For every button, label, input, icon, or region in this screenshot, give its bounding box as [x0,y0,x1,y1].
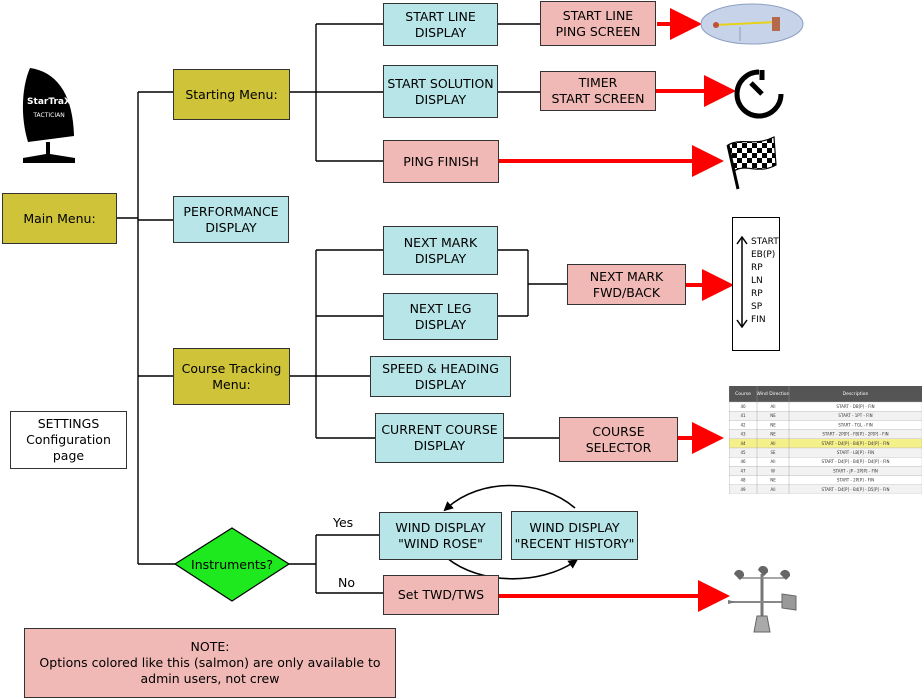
checkered-flag-icon [726,136,777,190]
wind-vane-icon [728,566,797,633]
note-box: NOTE: Options colored like this (salmon)… [24,628,396,698]
course-table-cell: 47 [740,468,746,473]
course-table-cell: NE [770,422,776,427]
timer-icon [734,69,784,119]
yes-label: Yes [333,515,354,530]
wind-history-display-node: WIND DISPLAY "RECENT HISTORY" [511,511,638,560]
start-line-ping-screen-node: START LINE PING SCREEN [540,1,656,46]
course-table-cell: START - DB[P] - FIN [836,404,874,409]
course-table-cell: 48 [740,478,746,483]
course-table-cell: START - 2P[P] - FIN [837,478,874,483]
performance-display-node: PERFORMANCE DISPLAY [173,196,289,243]
course-table-cell: 41 [740,413,746,418]
course-table-cell: NE [770,478,776,483]
course-table-cell: START - D4[P] - B4[P] - D4[P] - FIN [822,459,890,464]
course-selector-node: COURSE SELECTOR [559,417,678,462]
mark-item: EB(P) [751,250,776,260]
course-table-cell: 42 [740,422,746,427]
start-solution-display-node: START SOLUTION DISPLAY [383,65,498,118]
course-table-header: Course [735,391,751,397]
course-table-cell: 44 [740,441,746,446]
svg-text:StarTraX: StarTraX [27,97,71,107]
instruments-diamond [173,527,291,602]
course-table-cell: 45 [740,450,746,455]
svg-text:TACTICIAN: TACTICIAN [32,112,64,119]
course-table-cell: All [771,404,776,409]
ping-finish-node: PING FINISH [383,140,499,183]
course-table-cell: START - D4[P] - B4[P] - D4[P] - FIN [822,441,890,446]
mark-item: RP [751,263,763,273]
course-table-header: Wind Direction [756,391,789,397]
course-table-cell: W [771,468,775,473]
mark-item: LN [751,276,763,286]
next-mark-display-node: NEXT MARK DISPLAY [383,226,498,275]
course-table-cell: All [771,441,776,446]
course-table-cell: 43 [740,432,746,437]
course-table-cell: START - D4[P] - B4[P] - D5[P] - FIN [822,487,890,492]
instruments-label: Instruments? [191,556,273,572]
starting-menu-node: Starting Menu: [173,69,290,120]
course-tracking-menu-node: Course Tracking Menu: [173,348,290,405]
mark-item: SP [751,302,763,312]
next-leg-display-node: NEXT LEG DISPLAY [383,293,498,340]
mark-list-panel: START EB(P) RP LN RP SP FIN [732,217,780,351]
timer-start-screen-node: TIMER START SCREEN [540,71,656,111]
mark-item: START [751,237,779,247]
course-table-cell: All [771,459,776,464]
course-table-cell: All [771,487,776,492]
no-label: No [338,575,355,590]
start-line-ping-icon [700,3,804,45]
main-menu-node: Main Menu: [2,193,117,244]
course-table-cell: START - JP - 2P[P] - FIN [833,468,878,473]
course-table-cell: 40 [740,404,746,409]
start-line-display-node: START LINE DISPLAY [383,3,498,46]
next-mark-fwd-back-node: NEXT MARK FWD/BACK [567,264,686,305]
current-course-display-node: CURRENT COURSE DISPLAY [375,413,504,463]
course-table-cell: 49 [740,487,746,492]
course-table-cell: NE [770,432,776,437]
course-table-header: Description [843,391,869,397]
course-table-cell: START - LB[P] - FIN [837,450,874,455]
wind-rose-display-node: WIND DISPLAY "WIND ROSE" [379,512,502,560]
settings-node: SETTINGS Configuration page [10,411,127,469]
startrax-logo: StarTraX TACTICIAN [22,68,75,163]
course-table-cell: START - 1PT - FIN [838,413,872,418]
course-table-cell: START - 2P[P] - FB[P] - 2P[P] - FIN [822,432,888,437]
speed-heading-display-node: SPEED & HEADING DISPLAY [370,356,511,397]
mark-item: RP [751,289,763,299]
mark-item: FIN [751,315,766,325]
set-twd-tws-node: Set TWD/TWS [383,575,499,615]
course-table-cell: START - TGL - FIN [838,422,873,427]
up-down-arrow-icon [736,236,748,328]
course-table-cell: SE [770,450,776,455]
course-table-cell: 46 [740,459,746,464]
course-table-cell: NE [770,413,776,418]
